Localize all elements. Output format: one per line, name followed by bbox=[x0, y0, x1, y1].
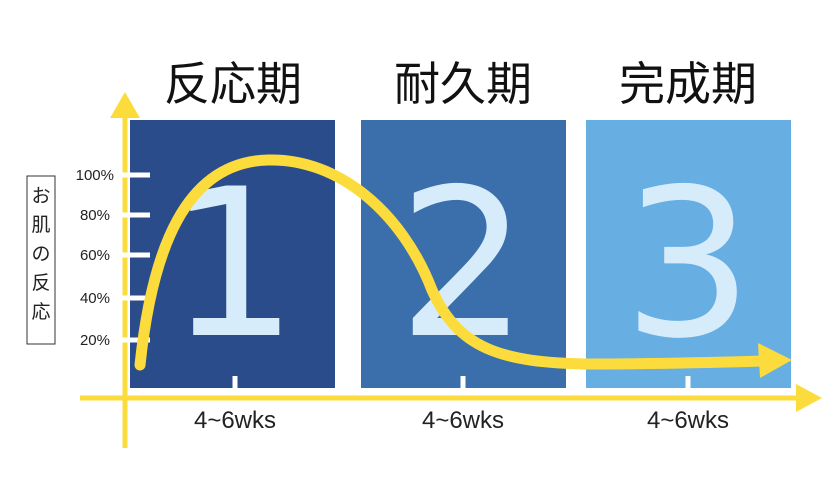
y-tick-label-60: 60% bbox=[80, 247, 110, 264]
y-axis-arrowhead bbox=[110, 92, 140, 118]
curve-arrowhead bbox=[758, 343, 792, 378]
phase-box-endurance bbox=[361, 120, 566, 388]
y-tick-label-20: 20% bbox=[80, 332, 110, 349]
phase-title-completion: 完成期 bbox=[619, 57, 757, 111]
skin-response-curve bbox=[134, 154, 771, 371]
phase-box-completion bbox=[586, 120, 791, 388]
y-axis-label-char: の bbox=[31, 243, 50, 265]
y-tick-label-40: 40% bbox=[80, 290, 110, 307]
phase-number-3: 3 bbox=[623, 146, 753, 384]
y-axis-label-box bbox=[26, 175, 56, 345]
duration-label-completion: 4~6wks bbox=[647, 407, 729, 434]
duration-label-reaction: 4~6wks bbox=[194, 407, 276, 434]
y-axis-label-char: 応 bbox=[31, 301, 50, 323]
y-axis-label-char: 反 bbox=[31, 272, 50, 294]
y-tick-label-80: 80% bbox=[80, 207, 110, 224]
phase-title-endurance: 耐久期 bbox=[394, 57, 532, 111]
y-axis-label-char: 肌 bbox=[31, 214, 50, 236]
phase-title-reaction: 反応期 bbox=[164, 57, 302, 111]
y-axis-label-char: お bbox=[31, 185, 50, 207]
y-tick-label-100: 100% bbox=[76, 167, 114, 184]
x-axis-arrowhead bbox=[796, 384, 822, 412]
duration-label-endurance: 4~6wks bbox=[422, 407, 504, 434]
phase-number-1: 1 bbox=[168, 146, 298, 384]
